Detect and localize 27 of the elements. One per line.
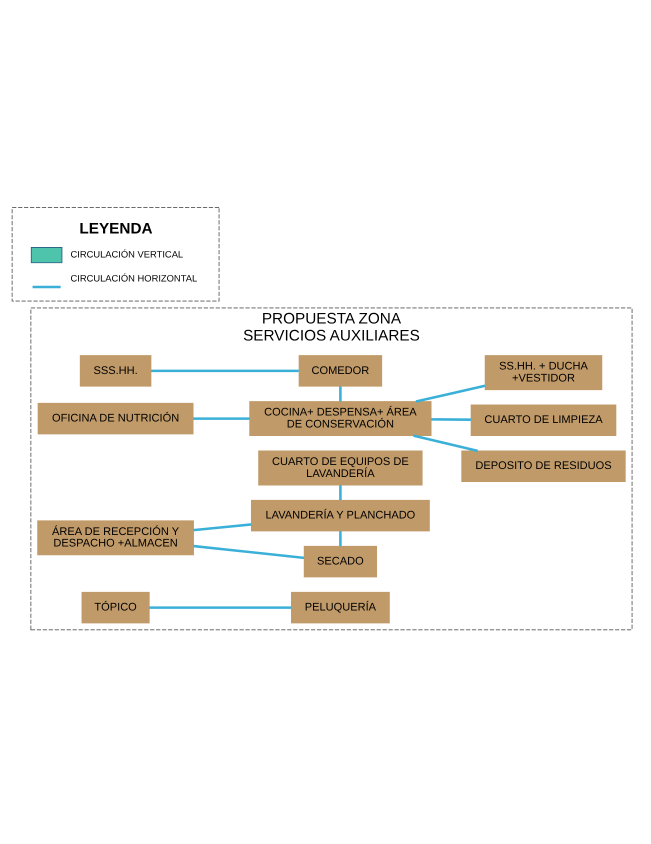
node-box: SECADO <box>304 546 378 578</box>
connector <box>193 544 304 560</box>
label: LEYENDA <box>79 220 153 238</box>
connector <box>416 384 486 403</box>
node-box: COMEDOR <box>298 355 382 387</box>
legend-label: CIRCULACIÓN HORIZONTAL <box>70 273 198 284</box>
connector <box>193 523 252 532</box>
node-box: SS.HH. + DUCHA +VESTIDOR <box>484 355 602 390</box>
connector <box>339 386 342 402</box>
node-box: OFICINA DE NUTRICIÓN <box>38 402 194 434</box>
connector <box>431 418 472 421</box>
node-box: PELUQUERÍA <box>291 592 390 624</box>
connector <box>413 434 478 452</box>
node-box: CUARTO DE EQUIPOS DE LAVANDERÍA <box>258 450 423 486</box>
connector <box>193 417 250 420</box>
node-box: LAVANDERÍA Y PLANCHADO <box>250 500 430 532</box>
connector <box>149 606 292 609</box>
node-box: SSS.HH. <box>80 355 152 387</box>
connector <box>339 531 342 546</box>
node-box: CUARTO DE LIMPIEZA <box>470 404 616 436</box>
node-box: ÁREA DE RECEPCIÓN Y DESPACHO +ALMACEN <box>37 520 194 556</box>
node-box: DEPOSITO DE RESIDUOS <box>461 450 626 482</box>
legend-label: CIRCULACIÓN VERTICAL <box>70 249 184 260</box>
node-box: COCINA+ DESPENSA+ ÁREA DE CONSERVACIÓN <box>249 401 432 436</box>
connector <box>339 485 342 500</box>
connector <box>151 370 299 372</box>
node-box: TÓPICO <box>82 592 150 624</box>
